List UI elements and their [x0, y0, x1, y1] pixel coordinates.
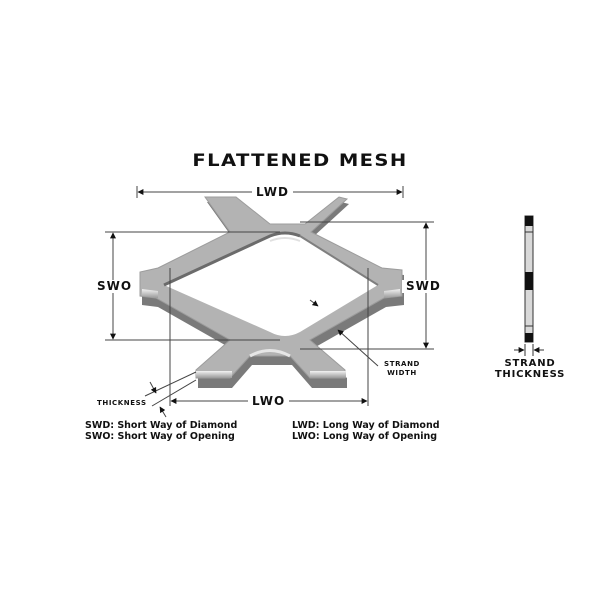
legend-right: LWD: Long Way of Diamond LWO: Long Way o… [292, 420, 440, 442]
strand-thickness-line2: THICKNESS [494, 369, 566, 380]
lwd-label: LWD [252, 186, 293, 199]
lwo-label: LWO [248, 395, 290, 408]
strand-thickness-label: STRAND THICKNESS [484, 358, 576, 380]
legend-lwd: LWD: Long Way of Diamond [292, 420, 440, 431]
strand-thickness-bar [514, 215, 544, 356]
diagram-title: FLATTENED MESH [192, 151, 408, 171]
legend-swd: SWD: Short Way of Diamond [85, 420, 238, 431]
swo-label: SWO [93, 280, 137, 293]
swd-label: SWD [402, 280, 445, 293]
strand-thickness-line1: STRAND [504, 358, 556, 369]
strand-width-line2: WIDTH [387, 369, 417, 377]
mesh-shape [139, 196, 404, 388]
strand-width-label: STRAND WIDTH [377, 360, 427, 378]
strand-width-line1: STRAND [384, 360, 420, 368]
legend-swo: SWO: Short Way of Opening [85, 431, 235, 442]
legend-lwo: LWO: Long Way of Opening [292, 431, 438, 442]
dimension-lines [105, 186, 434, 418]
thickness-label: THICKNESS [97, 399, 147, 407]
legend-left: SWD: Short Way of Diamond SWO: Short Way… [85, 420, 237, 442]
